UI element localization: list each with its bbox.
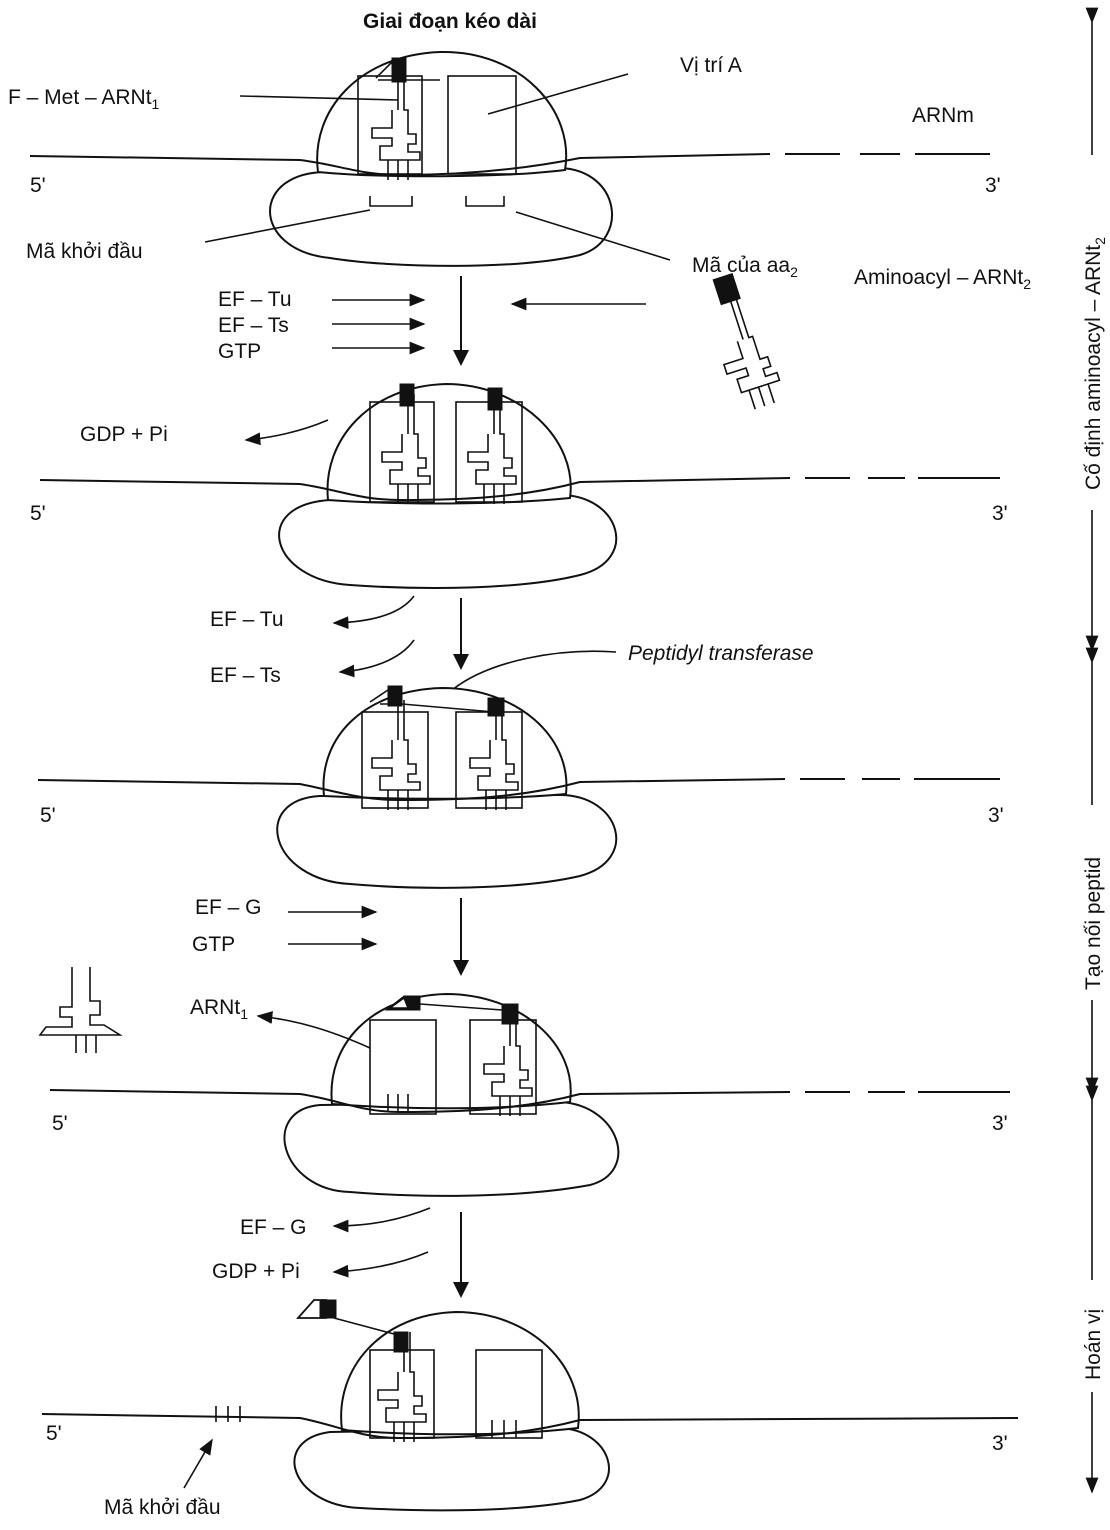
- label-mrna: ARNm: [912, 104, 974, 127]
- label-5prime-1: 5': [30, 174, 46, 197]
- label-3prime-5: 3': [992, 1432, 1008, 1455]
- fmet-residue: [392, 58, 406, 82]
- label-ef-tu-1: EF – Tu: [218, 288, 292, 311]
- label-3prime-2: 3': [992, 502, 1008, 525]
- free-aminoacyl-trna: [698, 270, 786, 414]
- label-5prime-2: 5': [30, 502, 46, 525]
- label-gtp-2: GTP: [192, 933, 235, 956]
- label-aminoacyl-trna: Aminoacyl – ARNt2: [854, 266, 1031, 292]
- label-gdp-pi-2: GDP + Pi: [212, 1260, 300, 1283]
- label-ef-g-1: EF – G: [195, 896, 262, 919]
- released-trna1: [40, 967, 120, 1053]
- label-3prime-3: 3': [988, 804, 1004, 827]
- label-5prime-3: 5': [40, 804, 56, 827]
- label-start-codon: Mã khởi đầu: [26, 240, 143, 263]
- label-peptidyl-transferase: Peptidyl transferase: [628, 642, 814, 665]
- label-3prime-1: 3': [985, 174, 1001, 197]
- label-fmet-trna: F – Met – ARNt1: [8, 86, 160, 112]
- ribosome-large-subunit: [317, 52, 566, 176]
- label-5prime-5: 5': [46, 1422, 62, 1445]
- stage-2-fixation: [40, 384, 1000, 588]
- ribosome-small-subunit: [270, 168, 612, 266]
- label-ef-ts-2: EF – Ts: [210, 664, 281, 687]
- label-arnt1: ARNt1: [190, 996, 248, 1022]
- stage-4-translocation: [50, 994, 1010, 1196]
- phase-label-fixation: Cố định aminoacyl – ARNt2: [1082, 237, 1108, 490]
- label-site-a: Vị trí A: [680, 54, 742, 77]
- label-ef-ts-1: EF – Ts: [218, 314, 289, 337]
- stage-1-initial: [30, 52, 990, 266]
- phase-label-translocation: Hoán vị: [1082, 1309, 1105, 1380]
- label-ef-tu-2: EF – Tu: [210, 608, 284, 631]
- label-3prime-4: 3': [992, 1112, 1008, 1135]
- label-gdp-pi-1: GDP + Pi: [80, 423, 168, 446]
- phase-label-peptide-bond: Tạo nối peptid: [1082, 857, 1105, 990]
- stage-3-peptide-bond: [38, 686, 1000, 888]
- label-ef-g-2: EF – G: [240, 1216, 307, 1239]
- label-aa2-codon: Mã của aa2: [692, 254, 798, 280]
- stage-5-after-translocation: [42, 1300, 1018, 1510]
- label-5prime-4: 5': [52, 1112, 68, 1135]
- label-gtp-1: GTP: [218, 340, 261, 363]
- diagram-title: Giai đoạn kéo dài: [363, 10, 537, 33]
- label-start-codon-2: Mã khởi đầu: [104, 1496, 221, 1519]
